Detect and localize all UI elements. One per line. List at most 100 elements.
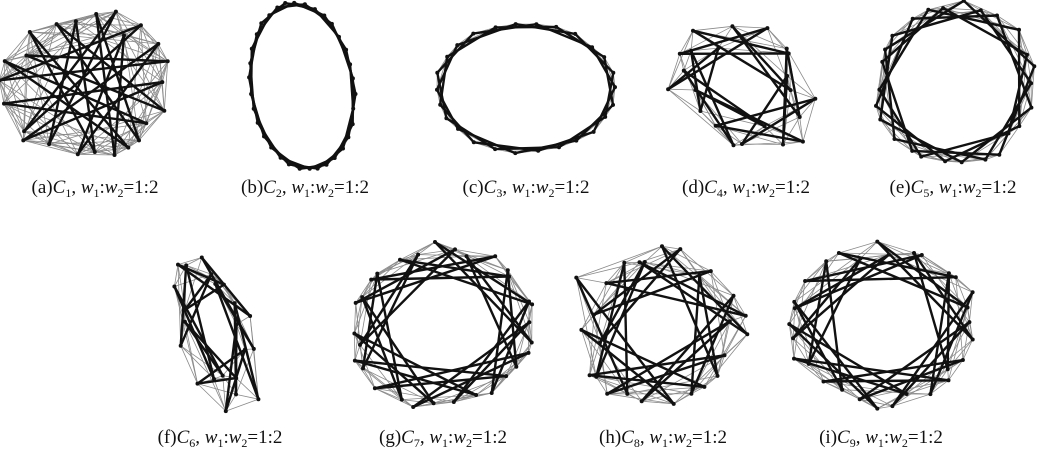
caption-e-ratio: =1:2: [981, 177, 1017, 198]
thick-edge: [715, 97, 816, 127]
graph-node: [1032, 64, 1037, 69]
graph-node: [765, 26, 770, 31]
graph-node: [579, 327, 584, 332]
graph-node: [1017, 27, 1021, 32]
thick-edge: [555, 25, 605, 59]
thin-edge: [235, 377, 259, 400]
graph-node: [698, 109, 703, 113]
graph-node: [513, 151, 518, 156]
thin-edge: [627, 375, 718, 395]
graph-node: [965, 305, 970, 310]
graph-node: [361, 366, 365, 371]
thick-edge: [598, 261, 646, 344]
graph-node: [232, 301, 237, 306]
graph-node: [251, 106, 256, 111]
thin-edge: [692, 25, 733, 32]
thick-edge: [690, 50, 735, 146]
graph-node: [526, 350, 531, 355]
caption-e-w2: w: [962, 177, 976, 198]
graph-node: [113, 9, 118, 14]
thick-edge: [788, 323, 908, 396]
graph-node: [1006, 131, 1011, 136]
graph-node: [329, 21, 334, 26]
caption-b-label: (b): [241, 177, 264, 198]
graph-node: [890, 33, 895, 38]
graph-node: [587, 373, 592, 378]
thin-edge: [838, 241, 878, 254]
thin-edge: [359, 279, 372, 345]
graph-node: [453, 247, 457, 252]
thick-edge: [825, 261, 844, 390]
caption-h-graph: C: [621, 427, 634, 448]
thick-edge: [699, 47, 720, 112]
graph-node: [172, 284, 177, 289]
graph-node: [471, 140, 476, 145]
thin-edge: [575, 277, 597, 377]
graph-node: [785, 73, 790, 78]
graph-node: [529, 340, 534, 345]
graph-node: [162, 108, 167, 113]
graph-node: [702, 384, 707, 389]
graph-node: [27, 30, 32, 34]
thin-edge: [793, 358, 878, 409]
panel-g: (g)C7, w1:w2=1:2: [345, 238, 541, 456]
graph-node: [514, 364, 519, 369]
thin-edge: [528, 322, 533, 343]
caption-i-ratio: =1:2: [907, 427, 943, 448]
graph-node: [505, 268, 510, 273]
thin-edge: [225, 398, 259, 412]
graph-node: [369, 277, 374, 282]
graph-node: [248, 314, 253, 318]
graph-node: [554, 24, 559, 29]
graph-node: [234, 322, 239, 327]
thin-edge: [668, 88, 696, 91]
graph-node: [836, 251, 841, 255]
thick-edge: [435, 89, 460, 130]
graph-node: [904, 392, 909, 396]
graph-node: [536, 148, 541, 153]
graph-node: [249, 46, 254, 51]
caption-e-w1: w: [938, 177, 952, 198]
graph-node: [611, 70, 616, 75]
graph-node: [792, 356, 796, 361]
thin-edge: [184, 257, 203, 311]
graph-node: [251, 346, 256, 351]
graph-node: [527, 320, 532, 325]
graph-node: [727, 319, 732, 324]
thin-edge: [3, 13, 97, 104]
graph-node: [887, 252, 891, 257]
caption-b-w2: w: [315, 177, 328, 198]
graph-node: [350, 122, 355, 127]
graph-node: [259, 21, 264, 26]
graph-node: [47, 142, 52, 147]
caption-d-graph-index: 4: [716, 186, 723, 200]
graph-node: [416, 252, 421, 257]
caption-g-label: (g): [379, 427, 402, 448]
graph-node: [892, 137, 897, 141]
thin-edge: [355, 279, 372, 304]
caption-c-label: (c): [462, 177, 484, 198]
graph-node: [22, 129, 27, 134]
graph-node: [1029, 81, 1034, 86]
thin-edge: [877, 405, 893, 409]
thick-edge: [575, 277, 629, 395]
panel-i: (i)C9, w1:w2=1:2: [783, 238, 979, 456]
thick-edge: [788, 323, 879, 410]
thin-edge: [667, 53, 681, 90]
graph-node: [995, 13, 999, 18]
graph-node: [743, 313, 748, 318]
graph-node: [455, 43, 460, 48]
graph-drawing-b: [247, 0, 358, 171]
thin-edge: [115, 11, 142, 26]
thin-edge: [75, 20, 163, 83]
thick-edge: [731, 25, 801, 118]
thick-edge: [667, 27, 769, 91]
caption-e-label: (e): [889, 177, 911, 198]
graph-node: [435, 70, 440, 75]
thin-edge: [667, 88, 701, 112]
caption-i-w2-index: 2: [901, 436, 908, 450]
graph-node: [574, 138, 579, 143]
graph-node: [1029, 105, 1034, 110]
graph-node: [791, 336, 796, 341]
thin-edge: [948, 359, 964, 381]
